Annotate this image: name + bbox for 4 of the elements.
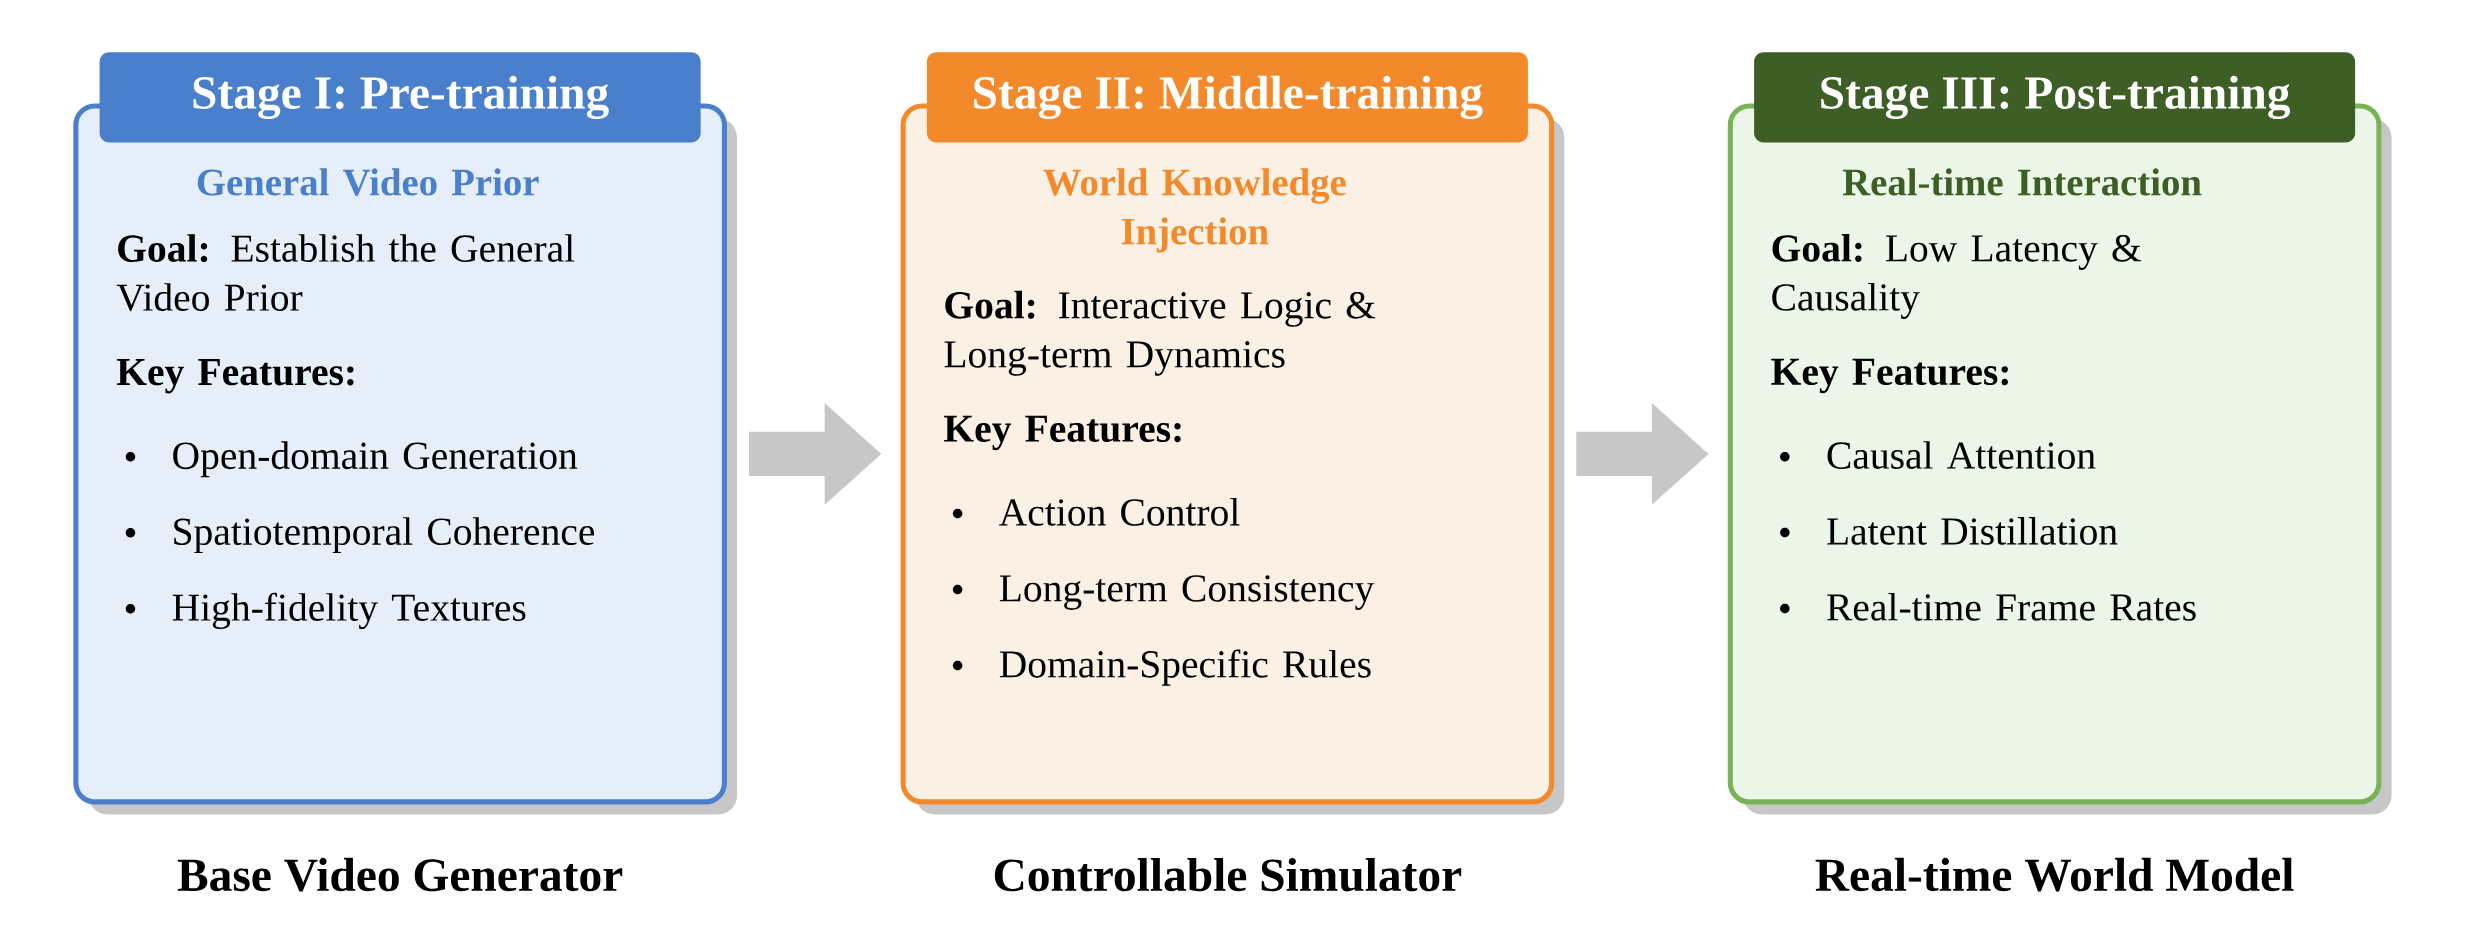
stage-tab: Stage III: Post-training — [1754, 52, 2356, 143]
stage-result-label: Base Video Generator — [177, 857, 623, 892]
stage-result-label: Controllable Simulator — [994, 857, 1462, 892]
stage-result-label: Real-time World Model — [1815, 857, 2294, 892]
